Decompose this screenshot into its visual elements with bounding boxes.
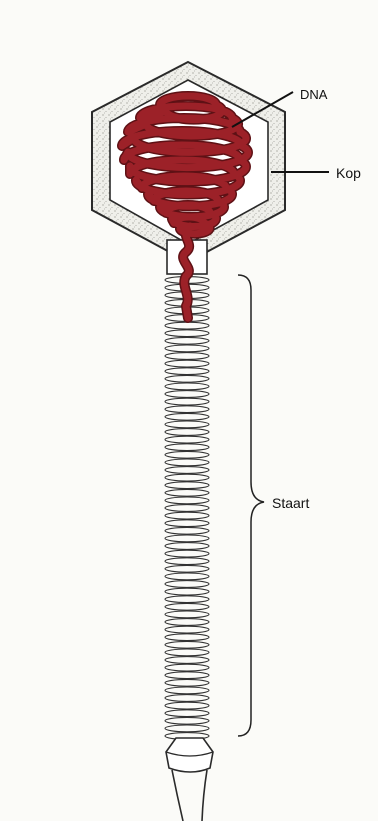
tail-sheath <box>165 277 209 740</box>
tail-coil-ring <box>165 451 209 458</box>
tail-coil-ring <box>165 383 209 390</box>
tail-coil-ring <box>165 360 209 367</box>
tail-coil-ring <box>165 398 209 405</box>
tail-coil-ring <box>165 672 209 679</box>
tail-coil-ring <box>165 603 209 610</box>
tail-coil-ring <box>165 695 209 702</box>
tail-coil-ring <box>165 634 209 641</box>
head-label: Kop <box>336 165 361 181</box>
tail-coil-ring <box>165 687 209 694</box>
tail-coil-ring <box>165 619 209 626</box>
tail-coil-ring <box>165 550 209 557</box>
tail-fiber-right <box>202 770 207 821</box>
tail-coil-ring <box>165 581 209 588</box>
tail-coil-ring <box>165 679 209 686</box>
tail-coil-ring <box>165 406 209 413</box>
tail-coil-ring <box>165 512 209 519</box>
tail-coil-ring <box>165 702 209 709</box>
tail-coil-ring <box>165 505 209 512</box>
tail-coil-ring <box>165 717 209 724</box>
tail-coil-ring <box>165 710 209 717</box>
tail-coil-ring <box>165 474 209 481</box>
tail-coil-ring <box>165 345 209 352</box>
tail-coil-ring <box>165 611 209 618</box>
tail-coil-ring <box>165 497 209 504</box>
tail-coil-ring <box>165 353 209 360</box>
tail-coil-ring <box>165 596 209 603</box>
tail-coil-ring <box>165 527 209 534</box>
tail-coil-ring <box>165 368 209 375</box>
tail-coil-ring <box>165 391 209 398</box>
tail-coil-ring <box>165 459 209 466</box>
tail-label: Staart <box>272 495 309 511</box>
tail-coil-ring <box>165 421 209 428</box>
tail-coil-ring <box>165 489 209 496</box>
tail-coil-ring <box>165 330 209 337</box>
tail-coil-ring <box>165 520 209 527</box>
tail-coil-ring <box>165 558 209 565</box>
tail-coil-ring <box>165 664 209 671</box>
tail-coil-ring <box>165 444 209 451</box>
tail-coil-ring <box>165 467 209 474</box>
tail-coil-ring <box>165 626 209 633</box>
tail-coil-ring <box>165 543 209 550</box>
tail-coil-ring <box>165 725 209 732</box>
tail-fiber-left <box>172 770 183 821</box>
tail-coil-ring <box>165 641 209 648</box>
tail-coil-ring <box>165 337 209 344</box>
tail-coil-ring <box>165 322 209 329</box>
tail-coil-ring <box>165 649 209 656</box>
tail-coil-ring <box>165 429 209 436</box>
tail-coil-ring <box>165 565 209 572</box>
tail-brace <box>238 275 264 736</box>
base-plate <box>166 738 213 772</box>
tail-coil-ring <box>165 573 209 580</box>
tail-coil-ring <box>165 436 209 443</box>
tail-coil-ring <box>165 535 209 542</box>
tail-coil-ring <box>165 588 209 595</box>
tail-coil-ring <box>165 375 209 382</box>
tail-coil-ring <box>165 657 209 664</box>
dna-label: DNA <box>300 87 327 102</box>
tail-coil-ring <box>165 482 209 489</box>
tail-coil-ring <box>165 413 209 420</box>
